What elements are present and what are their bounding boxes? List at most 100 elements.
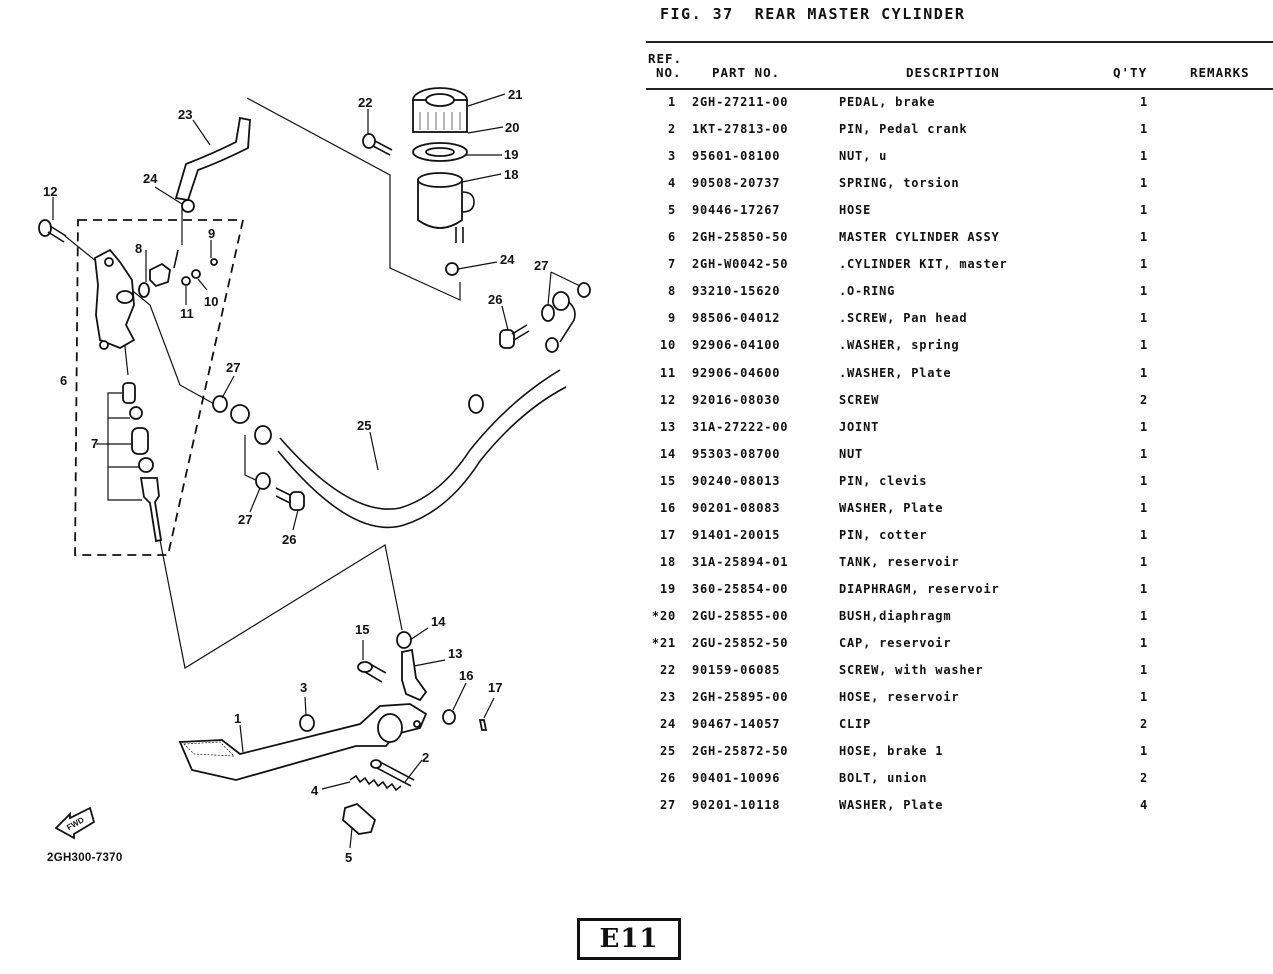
cell-qty: 1	[1139, 203, 1149, 218]
cell-description: CLIP	[839, 717, 872, 732]
table-row: 19 360-25854-00 DIAPHRAGM, reservoir 1	[646, 582, 1273, 609]
callout-4: 4	[311, 783, 319, 798]
cell-qty: 1	[1139, 581, 1149, 596]
table-row: 13 31A-27222-00 JOINT 1	[646, 420, 1273, 447]
cell-ref-no: 12	[659, 392, 676, 407]
cell-ref-no: 13	[659, 419, 676, 434]
header-description: DESCRIPTION	[906, 65, 1000, 80]
cell-description: .WASHER, spring	[839, 338, 960, 353]
table-row: 16 90201-08083 WASHER, Plate 1	[646, 501, 1273, 528]
table-row: 1 2GH-27211-00 PEDAL, brake 1	[646, 95, 1273, 122]
cell-part-no: 360-25854-00	[692, 581, 789, 596]
table-row: *21 2GU-25852-50 CAP, reservoir 1	[646, 636, 1273, 663]
table-row: 7 2GH-W0042-50 .CYLINDER KIT, master 1	[646, 257, 1273, 284]
screw-part	[38, 219, 67, 243]
callout-1: 1	[234, 711, 241, 726]
cell-ref-no: *20	[651, 608, 676, 623]
table-row: 9 98506-04012 .SCREW, Pan head 1	[646, 311, 1273, 338]
callout-labels: 21 20 19 18 22 23 24 12 8 9 10 11 24 27 …	[43, 87, 548, 865]
master-cylinder-assy-boundary	[74, 219, 245, 556]
table-row: 23 2GH-25895-00 HOSE, reservoir 1	[646, 690, 1273, 717]
cell-ref-no: 6	[667, 230, 676, 245]
cell-part-no: 2GU-25852-50	[692, 636, 789, 650]
callout-14: 14	[431, 614, 446, 629]
cell-ref-no: 17	[659, 527, 676, 542]
cell-part-no: 90201-10118	[692, 798, 781, 813]
figure-code: 2GH300-7370	[47, 852, 123, 864]
table-top-rule	[646, 41, 1273, 43]
cell-qty: 1	[1139, 338, 1149, 353]
table-row: 22 90159-06085 SCREW, with washer 1	[646, 663, 1273, 690]
table-row: 25 2GH-25872-50 HOSE, brake 1 1	[646, 744, 1273, 771]
cell-description: TANK, reservoir	[839, 554, 960, 569]
table-row: 8 93210-15620 .O-RING 1	[646, 284, 1273, 311]
cell-description: NUT	[839, 446, 864, 461]
cell-ref-no: 5	[667, 203, 676, 218]
cell-description: .CYLINDER KIT, master	[839, 257, 1008, 272]
clip-part	[445, 262, 459, 276]
cell-description: JOINT	[839, 419, 880, 434]
callout-22: 22	[358, 95, 372, 110]
nut-u-part	[299, 714, 315, 732]
callout-24b: 24	[500, 252, 515, 267]
washer-plate-part	[255, 472, 271, 490]
cell-qty: 1	[1139, 95, 1149, 109]
cell-ref-no: 27	[659, 798, 676, 813]
cell-qty: 1	[1139, 527, 1149, 542]
cell-ref-no: 26	[659, 771, 676, 786]
brake-hose-part	[212, 282, 591, 529]
cell-description: PEDAL, brake	[839, 95, 936, 109]
cell-part-no: 92016-08030	[692, 392, 781, 407]
callout-11: 11	[180, 306, 194, 321]
callout-20: 20	[505, 120, 519, 135]
cell-part-no: 31A-27222-00	[692, 419, 789, 434]
cell-part-no: 90508-20737	[692, 176, 781, 191]
cell-part-no: 98506-04012	[692, 311, 781, 326]
cell-qty: 1	[1139, 176, 1149, 191]
cell-part-no: 31A-25894-01	[692, 554, 789, 569]
table-row: 17 91401-20015 PIN, cotter 1	[646, 528, 1273, 555]
callout-21: 21	[508, 87, 522, 102]
table-row: 3 95601-08100 NUT, u 1	[646, 149, 1273, 176]
cell-part-no: 93210-15620	[692, 284, 781, 299]
table-row: 14 95303-08700 NUT 1	[646, 447, 1273, 474]
cell-qty: 1	[1139, 311, 1149, 326]
cell-ref-no: 15	[659, 473, 676, 488]
callout-18: 18	[504, 167, 518, 182]
table-row: 6 2GH-25850-50 MASTER CYLINDER ASSY 1	[646, 230, 1273, 257]
callout-7: 7	[91, 436, 98, 451]
cell-description: NUT, u	[839, 149, 888, 164]
brake-pedal-part	[178, 703, 428, 781]
cell-part-no: 2GH-27211-00	[692, 95, 789, 109]
cell-description: .O-RING	[839, 284, 896, 299]
callout-27b: 27	[226, 360, 240, 375]
exploded-parts-diagram: 21 20 19 18 22 23 24 12 8 9 10 11 24 27 …	[38, 87, 591, 865]
reservoir-tank-part	[412, 87, 475, 243]
cell-qty: 1	[1139, 122, 1149, 137]
cell-description: DIAPHRAGM, reservoir	[839, 581, 1000, 596]
callout-16: 16	[459, 668, 473, 683]
table-row: 15 90240-08013 PIN, clevis 1	[646, 474, 1273, 501]
cell-part-no: 1KT-27813-00	[692, 122, 789, 137]
cell-ref-no: 14	[659, 446, 676, 461]
table-row: 24 90467-14057 CLIP 2	[646, 717, 1273, 744]
header-ref: REF. NO.	[648, 52, 682, 80]
header-ref-line1: REF.	[648, 51, 683, 66]
cell-part-no: 90467-14057	[692, 717, 781, 732]
table-row: 4 90508-20737 SPRING, torsion 1	[646, 176, 1273, 203]
cell-ref-no: 22	[659, 663, 676, 678]
cell-ref-no: 25	[659, 744, 676, 759]
cell-ref-no: 1	[667, 95, 676, 109]
table-row: 18 31A-25894-01 TANK, reservoir 1	[646, 555, 1273, 582]
cell-qty: 1	[1139, 419, 1149, 434]
cell-ref-no: 3	[667, 149, 676, 164]
cell-part-no: 90201-08083	[692, 500, 781, 515]
cell-description: PIN, clevis	[839, 473, 928, 488]
table-row: 2 1KT-27813-00 PIN, Pedal crank 1	[646, 122, 1273, 149]
cell-part-no: 95303-08700	[692, 446, 781, 461]
cell-part-no: 2GH-25850-50	[692, 230, 789, 245]
cell-description: WASHER, Plate	[839, 798, 944, 813]
cell-qty: 2	[1139, 392, 1149, 407]
callout-9: 9	[208, 226, 215, 241]
reservoir-hose-part	[174, 116, 251, 202]
